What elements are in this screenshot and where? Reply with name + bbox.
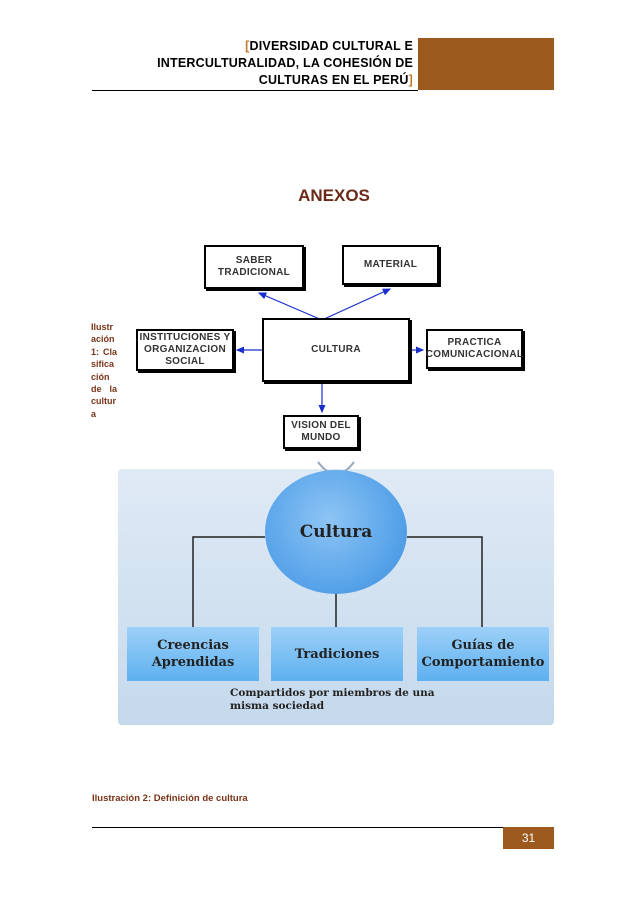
tradiciones-label: Tradiciones <box>294 646 380 662</box>
material-label: MATERIAL <box>363 259 418 270</box>
practica-line-2: COMUNICACIONAL <box>425 349 524 360</box>
shared-line-1: Compartidos por miembros de una <box>230 687 435 699</box>
cultura-circle: Cultura <box>265 470 407 594</box>
creencias-line-1: Creencias <box>157 638 229 653</box>
guias-line-1: Guías de <box>451 638 515 653</box>
instituciones-line-2: ORGANIZACION <box>144 344 226 355</box>
vision-line-1: VISION DEL <box>291 420 351 431</box>
practica-line-1: PRACTICA <box>447 337 502 348</box>
caption-ilustracion-2: Ilustración 2: Definición de cultura <box>92 793 248 804</box>
guias-line-2: Comportamiento <box>421 655 545 670</box>
header-line-3: CULTURAS EN EL PERÚ <box>258 73 409 87</box>
connector-left <box>192 536 265 627</box>
cultura-circle-label: Cultura <box>299 522 373 542</box>
header-line-2: INTERCULTURALIDAD, LA COHESIÓN DE <box>157 56 413 70</box>
header-color-block <box>418 38 554 90</box>
shared-note: Compartidos por miembros de una misma so… <box>230 687 450 713</box>
material-box: MATERIAL <box>342 245 439 285</box>
vision-line-2: MUNDO <box>301 432 341 443</box>
arrow-to-material <box>321 288 392 321</box>
shared-line-2: misma sociedad <box>230 700 325 712</box>
footer-rule <box>92 827 503 828</box>
instituciones-line-3: SOCIAL <box>165 356 205 367</box>
header-rule <box>92 90 418 91</box>
cultura-box: CULTURA <box>262 318 410 382</box>
saber-line-2: TRADICIONAL <box>217 267 291 278</box>
header-bracket-open: [ <box>245 39 250 53</box>
header-line-1: DIVERSIDAD CULTURAL E <box>249 39 413 53</box>
arrow-to-saber <box>257 292 323 321</box>
page-number: 31 <box>503 827 554 849</box>
category-tradiciones: Tradiciones <box>271 627 403 681</box>
cultura-label: CULTURA <box>311 344 361 355</box>
category-guias: Guías de Comportamiento <box>417 627 549 681</box>
caption-ilustracion-1: Ilustración 1: Clasificación de la cultu… <box>91 322 117 419</box>
creencias-line-2: Aprendidas <box>151 655 235 670</box>
header-bracket-close: ] <box>408 73 413 87</box>
document-header-title: [DIVERSIDAD CULTURAL E INTERCULTURALIDAD… <box>120 38 413 89</box>
saber-line-1: SABER <box>235 255 273 266</box>
instituciones-line-1: INSTITUCIONES Y <box>139 332 231 343</box>
section-title: ANEXOS <box>298 186 370 205</box>
connector-right <box>407 536 483 627</box>
